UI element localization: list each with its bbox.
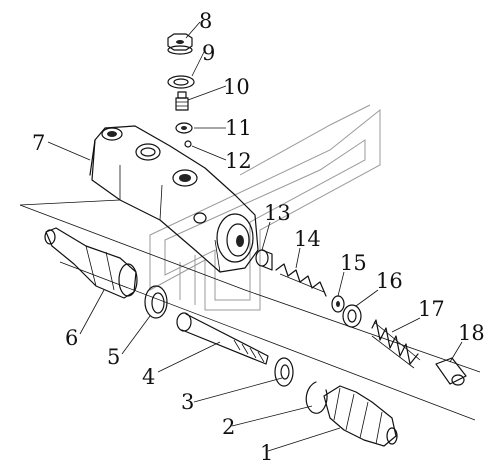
callout-8: 8 — [199, 9, 212, 33]
part-18-end-plug — [435, 357, 467, 386]
callout-14: 14 — [294, 227, 321, 251]
part-2-snap-ring — [305, 381, 328, 414]
callout-6: 6 — [65, 326, 78, 350]
part-10-bleeder-screw — [175, 91, 189, 111]
leader-lines — [47, 21, 463, 452]
part-4-push-rod — [176, 312, 269, 365]
part-1-dust-boot — [323, 385, 398, 447]
part-9-washer — [167, 75, 195, 89]
part-7-cylinder-body — [89, 125, 259, 273]
callout-labels: 1 2 3 4 5 6 7 8 9 10 11 12 13 14 15 16 1… — [32, 9, 485, 465]
callout-13: 13 — [264, 201, 291, 225]
part-17-return-spring — [371, 319, 421, 369]
callout-2: 2 — [222, 415, 235, 439]
part-6-piston — [44, 227, 138, 299]
part-12-ball — [184, 140, 192, 148]
part-16-piston-cup — [342, 304, 362, 328]
part-5-seal-ring — [144, 285, 168, 319]
part-13-check-valve — [255, 249, 273, 271]
callout-11: 11 — [225, 116, 252, 140]
callout-5: 5 — [107, 345, 120, 369]
callout-15: 15 — [340, 251, 367, 275]
callout-9: 9 — [202, 41, 215, 65]
part-8-cap — [167, 33, 193, 55]
callout-4: 4 — [142, 365, 155, 389]
part-15-small-seal — [331, 295, 345, 313]
callout-7: 7 — [32, 131, 45, 155]
callout-17: 17 — [418, 297, 445, 321]
callout-10: 10 — [223, 75, 250, 99]
callout-16: 16 — [376, 269, 403, 293]
callout-1: 1 — [260, 441, 273, 465]
callout-12: 12 — [225, 149, 252, 173]
callout-18: 18 — [458, 321, 485, 345]
part-14-spring — [275, 263, 327, 297]
part-3-washer — [274, 357, 294, 387]
part-11-nut — [175, 122, 193, 134]
callout-3: 3 — [181, 390, 194, 414]
